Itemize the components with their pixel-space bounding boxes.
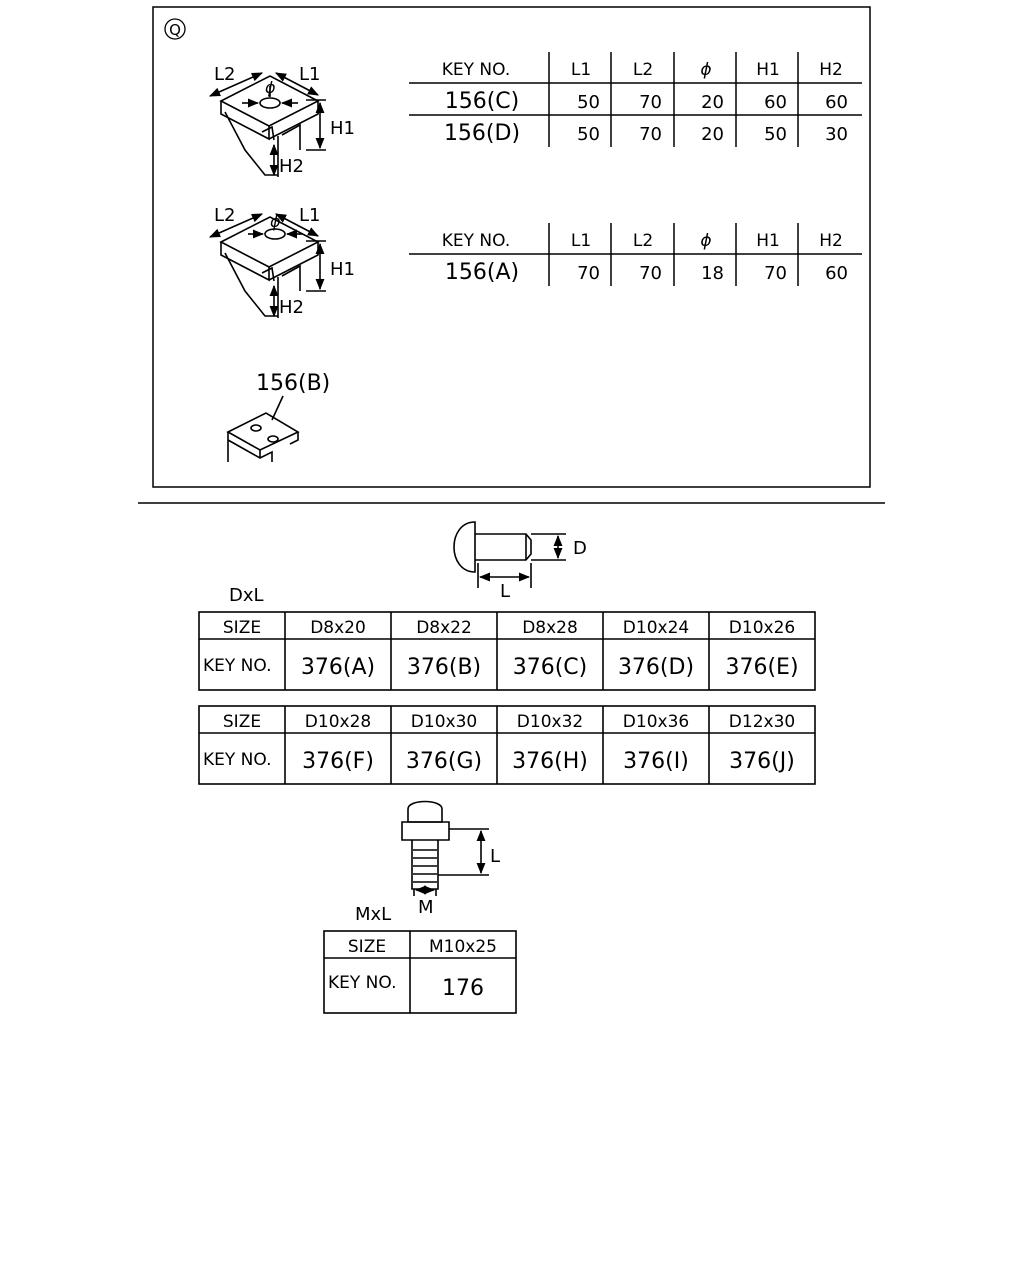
rivet-dim-d: D <box>573 538 587 559</box>
rivet-table-1-key-cell: 376(B) <box>407 655 481 680</box>
rivet-table-2-key-cell: 376(F) <box>302 749 374 774</box>
bracket-table-cd: KEY NO. L1 L2 ϕ H1 H2 156(C) 50 70 20 60 60 156(D) 50… <box>409 52 862 147</box>
rivet-size-caption: DxL <box>229 585 264 606</box>
bracket-cd-drawing <box>208 72 326 177</box>
rivet-drawing <box>453 521 566 588</box>
rivet-table-2-key-cell: 376(H) <box>512 749 588 774</box>
bracket-table-a-header: H2 <box>819 231 843 251</box>
bracket-table-cd-cell: 70 <box>639 92 662 113</box>
bracket-table-a-header: L2 <box>633 231 653 251</box>
bolt-table-size-label: SIZE <box>348 937 386 957</box>
dim-l2: L2 <box>214 64 235 85</box>
rivet-table-2-key-cell: 376(I) <box>623 749 689 774</box>
bracket-b-drawing <box>226 395 300 462</box>
bracket-table-cd-cell: 156(D) <box>444 121 520 146</box>
rivet-table-1-size-cell: D8x28 <box>522 618 578 638</box>
bracket-table-a-header: KEY NO. <box>442 231 511 251</box>
bolt-table-size-cell: M10x25 <box>429 937 497 957</box>
bracket-table-cd-header: H1 <box>756 60 780 80</box>
rivet-table-2-key-cell: 376(G) <box>406 749 482 774</box>
rivet-table-1-size-cell: D10x24 <box>623 618 689 638</box>
bracket-table-cd-cell: 60 <box>825 92 848 113</box>
rivet-table-2-size-cell: D12x30 <box>729 712 795 732</box>
rivet-table-2: SIZE KEY NO. D10x28 376(F) D10x30 376(G) D10x3… <box>198 705 816 785</box>
rivet-table-1: SIZE KEY NO. D8x20 376(A) D8x22 376(B) D8x28 37… <box>198 611 816 691</box>
rivet-table-1-size-cell: D8x20 <box>310 618 366 638</box>
rivet-table-1-key-label: KEY NO. <box>203 656 272 676</box>
bolt-table: SIZE KEY NO. M10x25 176 <box>323 930 517 1014</box>
bracket-table-a-header: L1 <box>571 231 591 251</box>
dim-phi-a: ϕ <box>270 212 281 231</box>
rivet-table-1-key-cell: 376(A) <box>301 655 375 680</box>
bracket-table-a: KEY NO. L1 L2 ϕ H1 H2 156(A) 70 70 18 70 60 <box>409 223 862 286</box>
bracket-table-cd-header: ϕ <box>700 60 711 80</box>
bolt-table-key-cell: 176 <box>442 976 484 1001</box>
bracket-table-cd-header: L1 <box>571 60 591 80</box>
bracket-table-a-header: ϕ <box>700 231 711 251</box>
rivet-table-2-size-cell: D10x32 <box>517 712 583 732</box>
bracket-table-cd-header: KEY NO. <box>442 60 511 80</box>
dim-h2-a: H2 <box>279 297 304 318</box>
dim-l1-a: L1 <box>299 205 320 226</box>
bracket-table-a-cell: 70 <box>639 263 662 284</box>
rivet-table-2-key-cell: 376(J) <box>729 749 795 774</box>
rivet-table-1-key-cell: 376(E) <box>725 655 798 680</box>
rivet-table-1-size-cell: D10x26 <box>729 618 795 638</box>
dim-l1: L1 <box>299 64 320 85</box>
bracket-table-a-cell: 70 <box>577 263 600 284</box>
bracket-table-a-cell: 156(A) <box>445 260 519 285</box>
rivet-table-1-size-cell: D8x22 <box>416 618 472 638</box>
rivet-table-2-size-label: SIZE <box>223 712 261 732</box>
bolt-table-key-label: KEY NO. <box>328 973 397 993</box>
bolt-dim-m: M <box>418 897 434 918</box>
rivet-table-1-size-label: SIZE <box>223 618 261 638</box>
rivet-table-2-key-label: KEY NO. <box>203 750 272 770</box>
bolt-size-caption: MxL <box>355 904 391 925</box>
bracket-table-cd-cell: 20 <box>701 92 724 113</box>
section-marker-letter: Q <box>169 21 181 39</box>
bracket-table-cd-cell: 156(C) <box>445 89 520 114</box>
rivet-table-1-key-cell: 376(C) <box>513 655 588 680</box>
bracket-table-cd-cell: 20 <box>701 124 724 145</box>
section-q-frame <box>152 6 871 488</box>
bracket-table-cd-cell: 30 <box>825 124 848 145</box>
rivet-table-1-key-cell: 376(D) <box>618 655 694 680</box>
dim-h1-a: H1 <box>330 259 355 280</box>
bracket-table-a-cell: 60 <box>825 263 848 284</box>
bracket-table-cd-header: L2 <box>633 60 653 80</box>
rivet-dim-l: L <box>500 581 510 602</box>
bracket-table-cd-cell: 50 <box>764 124 787 145</box>
bracket-table-a-cell: 18 <box>701 263 724 284</box>
bracket-table-cd-cell: 60 <box>764 92 787 113</box>
bolt-drawing <box>401 800 489 896</box>
section-marker: Q <box>164 18 186 40</box>
bracket-b-label: 156(B) <box>256 371 330 396</box>
dim-h2: H2 <box>279 156 304 177</box>
bracket-table-cd-header: H2 <box>819 60 843 80</box>
bracket-a-drawing <box>208 213 326 318</box>
bracket-table-a-cell: 70 <box>764 263 787 284</box>
dim-h1: H1 <box>330 118 355 139</box>
bracket-table-a-header: H1 <box>756 231 780 251</box>
bracket-table-cd-cell: 50 <box>577 92 600 113</box>
rivet-table-2-size-cell: D10x36 <box>623 712 689 732</box>
bracket-table-cd-cell: 50 <box>577 124 600 145</box>
rivet-table-2-size-cell: D10x30 <box>411 712 477 732</box>
rivet-table-2-size-cell: D10x28 <box>305 712 371 732</box>
bolt-dim-l: L <box>490 846 500 867</box>
dim-phi: ϕ <box>265 78 276 97</box>
bracket-table-cd-cell: 70 <box>639 124 662 145</box>
dim-l2-a: L2 <box>214 205 235 226</box>
